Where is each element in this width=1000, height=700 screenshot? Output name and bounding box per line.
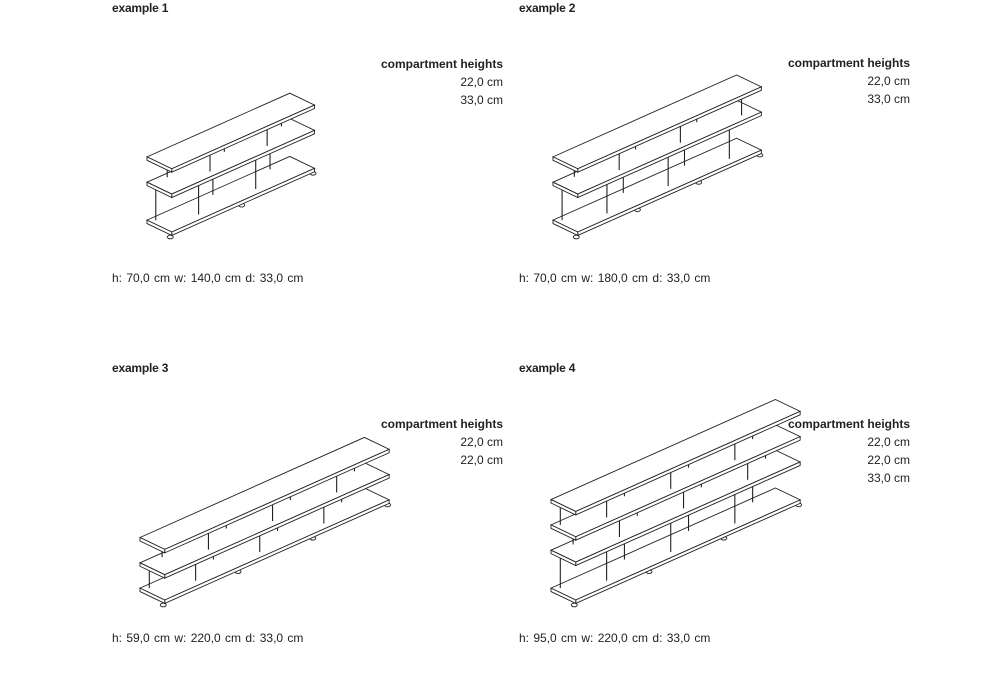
height-value: 22,0 cm xyxy=(867,453,910,467)
example-title: example 4 xyxy=(519,361,576,375)
compartment-heights: compartment heights 22,0 cm 33,0 cm xyxy=(381,55,503,109)
shelf-board-side xyxy=(552,181,579,199)
shelf-board-side xyxy=(550,587,577,605)
shelf-foot xyxy=(572,234,580,240)
shelf-foot xyxy=(570,602,578,608)
shelf-board-side xyxy=(146,156,173,173)
height-value: 22,0 cm xyxy=(460,75,503,89)
shelf-board-side xyxy=(146,181,173,199)
example-1: example 1 compartment heights 22,0 cm 33… xyxy=(112,0,512,300)
height-value: 22,0 cm xyxy=(460,435,503,449)
example-3: example 3 compartment heights 22,0 cm 22… xyxy=(112,360,512,660)
compartment-heights: compartment heights 22,0 cm 22,0 cm xyxy=(381,415,503,469)
dimensions: h: 70,0 cm w: 180,0 cm d: 33,0 cm xyxy=(519,271,711,285)
dimensions: h: 70,0 cm w: 140,0 cm d: 33,0 cm xyxy=(112,271,304,285)
compartment-heights-label: compartment heights xyxy=(787,56,910,70)
example-4: example 4 compartment heights 22,0 cm 22… xyxy=(519,360,919,660)
shelf-foot xyxy=(159,602,167,608)
example-title: example 2 xyxy=(519,1,576,15)
shelf-board-side xyxy=(139,562,166,579)
shelf-drawing xyxy=(551,74,764,240)
compartment-heights-label: compartment heights xyxy=(787,417,910,431)
shelf-board-side xyxy=(146,219,173,237)
shelf-board-side xyxy=(552,219,579,237)
compartment-heights: compartment heights 22,0 cm 33,0 cm xyxy=(788,54,910,108)
compartment-heights: compartment heights 22,0 cm 22,0 cm 33,0… xyxy=(788,415,910,487)
shelf-foot xyxy=(166,234,174,240)
shelf-board-side xyxy=(139,587,166,605)
shelf-board-side xyxy=(139,536,166,554)
example-title: example 1 xyxy=(112,1,169,15)
compartment-heights-label: compartment heights xyxy=(380,57,503,71)
height-value: 22,0 cm xyxy=(867,74,910,88)
height-value: 33,0 cm xyxy=(460,93,503,107)
height-value: 33,0 cm xyxy=(867,471,910,485)
dimensions: h: 59,0 cm w: 220,0 cm d: 33,0 cm xyxy=(112,631,304,645)
shelf-board-side xyxy=(552,156,579,173)
shelf-board-side xyxy=(550,549,577,567)
shelf-board-side xyxy=(550,524,577,541)
compartment-heights-label: compartment heights xyxy=(380,417,503,431)
height-value: 22,0 cm xyxy=(460,453,503,467)
dimensions: h: 95,0 cm w: 220,0 cm d: 33,0 cm xyxy=(519,631,711,645)
height-value: 33,0 cm xyxy=(867,92,910,106)
height-value: 22,0 cm xyxy=(867,435,910,449)
shelf-drawing xyxy=(145,92,317,240)
shelf-drawing xyxy=(138,436,392,608)
example-2: example 2 compartment heights 22,0 cm 33… xyxy=(519,0,919,300)
shelf-drawing xyxy=(549,398,803,608)
shelf-board-side xyxy=(550,498,577,516)
example-title: example 3 xyxy=(112,361,169,375)
